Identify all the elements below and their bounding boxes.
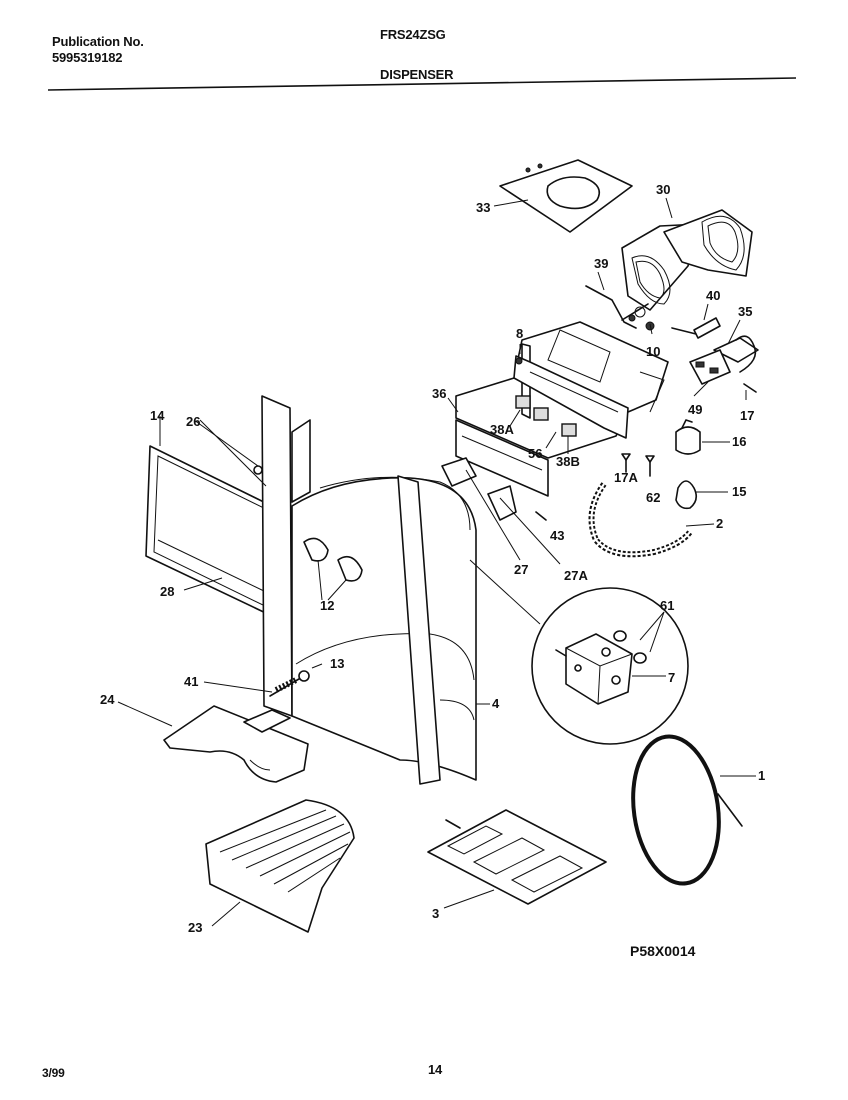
callout-13: 13: [330, 656, 344, 671]
publication-label: Publication No.: [52, 34, 144, 49]
part-3-heater: [427, 809, 607, 905]
callout-14: 14: [150, 408, 165, 423]
part-41-13-spring: [269, 670, 310, 697]
diagram-code: P58X0014: [630, 943, 696, 959]
callout-40: 40: [706, 288, 720, 303]
leader-lines: [117, 197, 756, 927]
callout-39: 39: [594, 256, 608, 271]
callout-17A: 17A: [614, 470, 638, 485]
callout-26: 26: [186, 414, 200, 429]
section-title: DISPENSER: [380, 67, 454, 82]
header-rule: [47, 77, 797, 91]
page-number: 14: [428, 1062, 443, 1077]
callout-38A: 38A: [490, 422, 514, 437]
callout-36: 36: [432, 386, 446, 401]
callout-62: 62: [646, 490, 660, 505]
callout-28: 28: [160, 584, 174, 599]
callout-41: 41: [184, 674, 198, 689]
part-1-gasket: [631, 734, 743, 886]
callout-15: 15: [732, 484, 746, 499]
callout-24: 24: [100, 692, 115, 707]
callout-4: 4: [492, 696, 500, 711]
dispenser-frame: [261, 395, 477, 785]
callout-43: 43: [550, 528, 564, 543]
callout-61: 61: [660, 598, 674, 613]
revision-date: 3/99: [42, 1066, 65, 1080]
part-30-chute-housing: [621, 209, 753, 311]
part-15-light-bulb: [675, 480, 698, 510]
part-2-wire-harness: [588, 482, 693, 558]
callout-labels: 33 30 39 40 35 8 10 36 38A 56 38B 49 17 …: [100, 182, 765, 959]
callout-56: 56: [528, 446, 542, 461]
part-40-35-solenoid: [671, 317, 759, 385]
callout-3: 3: [432, 906, 439, 921]
model-number: FRS24ZSG: [380, 27, 446, 42]
callout-35: 35: [738, 304, 752, 319]
publication-number: 5995319182: [52, 50, 123, 65]
part-27-brackets: [441, 457, 517, 521]
part-24-actuator: [163, 705, 309, 783]
part-7-switch-detail: [469, 559, 689, 745]
callout-1: 1: [758, 768, 765, 783]
screw-17A-62: [535, 383, 757, 521]
callout-2: 2: [716, 516, 723, 531]
part-36-8-control-housing: [455, 321, 669, 497]
callout-49: 49: [688, 402, 702, 417]
part-39-chute-arm: [585, 285, 655, 331]
part-33-plate: [499, 159, 633, 233]
callout-8: 8: [516, 326, 523, 341]
part-12-clips: [303, 537, 363, 582]
callout-33: 33: [476, 200, 490, 215]
callout-16: 16: [732, 434, 746, 449]
callout-30: 30: [656, 182, 670, 197]
callout-12: 12: [320, 598, 334, 613]
callout-7: 7: [668, 670, 675, 685]
callout-10: 10: [646, 344, 660, 359]
part-23-drip-tray: [205, 799, 355, 933]
callout-17: 17: [740, 408, 754, 423]
callout-23: 23: [188, 920, 202, 935]
callout-27: 27: [514, 562, 528, 577]
part-16-lamp-socket: [675, 419, 701, 455]
callout-38B: 38B: [556, 454, 580, 469]
callout-27A: 27A: [564, 568, 588, 583]
